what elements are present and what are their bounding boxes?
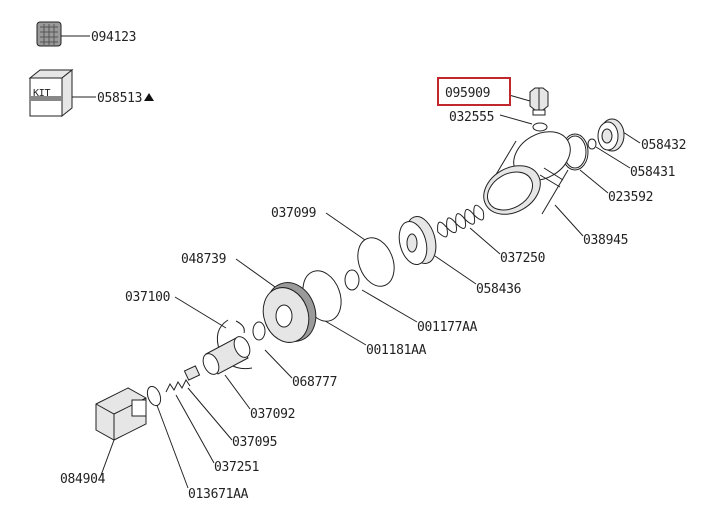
part-095909-fitting — [529, 87, 549, 116]
part-037092-sleeve — [202, 336, 251, 375]
label-058432: 058432 — [641, 138, 686, 153]
label-032555: 032555 — [449, 110, 494, 125]
label-038945: 038945 — [583, 233, 628, 248]
kit-box-side — [61, 68, 73, 118]
leader-013671AA — [154, 399, 189, 489]
label-001181AA: 001181AA — [366, 343, 427, 358]
leader-001181AA — [319, 317, 367, 346]
part-048739-flange — [262, 282, 317, 343]
part-013671AA-oring — [146, 385, 162, 407]
label-037099: 037099 — [271, 206, 316, 221]
leader-023592 — [579, 169, 609, 194]
label-058431: 058431 — [630, 165, 675, 180]
kit-badge: KIT — [33, 88, 50, 99]
label-023592: 023592 — [608, 190, 653, 205]
part-032555-washer — [532, 122, 548, 132]
part-037095-nut — [183, 365, 201, 381]
leader-037100 — [174, 296, 227, 329]
leader-lines — [99, 94, 641, 489]
label-084904: 084904 — [60, 472, 106, 487]
leader-037099 — [325, 212, 366, 241]
leader-084904 — [99, 439, 115, 479]
leader-037092 — [224, 374, 251, 410]
leader-037250 — [469, 227, 501, 255]
triangle-icon — [144, 93, 154, 101]
label-095909: 095909 — [445, 86, 490, 101]
label-037100: 037100 — [125, 290, 170, 305]
label-068777: 068777 — [292, 375, 337, 390]
label-094123: 094123 — [91, 30, 136, 45]
label-037250: 037250 — [500, 251, 545, 266]
kit-box-band — [30, 96, 62, 101]
label-058513: 058513 — [97, 91, 142, 106]
legend-item-094123: 094123 — [36, 21, 136, 47]
part-037250-spring — [437, 204, 485, 238]
part-labels: 095909 032555 058432 058431 023592 03894… — [60, 77, 686, 502]
leader-068777 — [264, 349, 293, 379]
part-068777-oring — [252, 321, 266, 341]
part-084904-hexbody — [95, 387, 147, 441]
leader-037251 — [175, 394, 215, 464]
mesh-texture — [40, 24, 58, 45]
part-037099-oring — [357, 237, 395, 287]
label-001177AA: 001177AA — [417, 320, 478, 335]
leader-095909 — [508, 94, 531, 102]
leader-038945 — [554, 204, 584, 237]
leader-058436 — [434, 255, 477, 285]
part-058432-cap — [597, 118, 625, 152]
leader-032555 — [499, 114, 533, 125]
leader-058431 — [595, 146, 631, 169]
part-001177AA-oring — [344, 269, 360, 291]
part-037251-spring — [165, 379, 191, 393]
leader-037095 — [187, 387, 233, 441]
part-058431-ring — [587, 138, 597, 150]
label-037092: 037092 — [250, 407, 295, 422]
label-037251: 037251 — [214, 460, 259, 475]
label-013671AA: 013671AA — [188, 487, 249, 502]
highlight-box — [437, 77, 511, 106]
legend-item-058513: KIT 058513 — [28, 68, 154, 118]
part-038945-housing — [483, 131, 571, 215]
label-048739: 048739 — [181, 252, 226, 267]
leader-001177AA — [361, 289, 418, 323]
label-058436: 058436 — [476, 282, 521, 297]
leader-048739 — [235, 258, 283, 293]
part-058436-piston — [398, 216, 437, 266]
leader-058432 — [622, 131, 641, 144]
label-037095: 037095 — [232, 435, 277, 450]
